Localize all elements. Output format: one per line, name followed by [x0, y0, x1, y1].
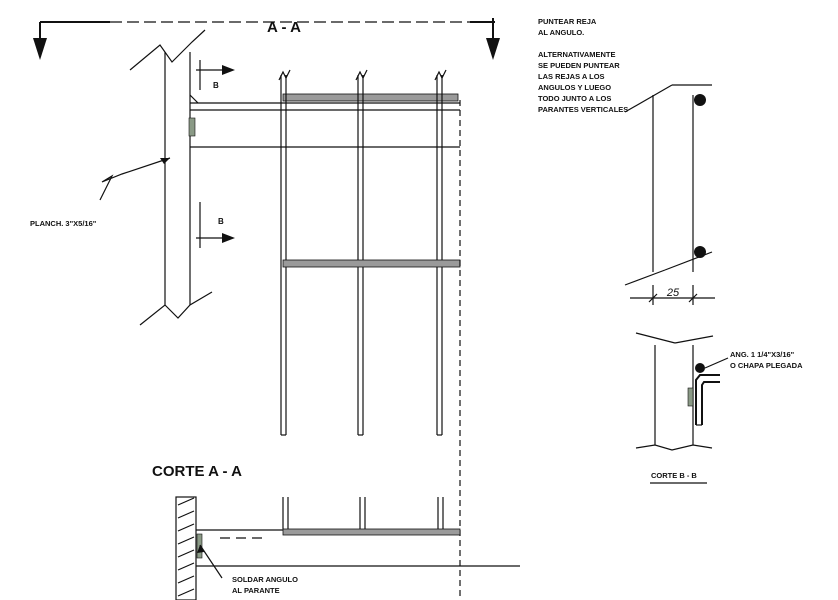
plate-callout	[99, 157, 171, 201]
dimension-line	[630, 285, 715, 305]
corte-b-b-detail	[635, 332, 729, 451]
angle-label: ANG. 1 1/4"X3/16" O CHAPA PLEGADA	[730, 350, 803, 370]
angle-label-line: O CHAPA PLEGADA	[730, 361, 803, 370]
dimension-value: 25	[666, 287, 680, 299]
vertical-post	[129, 29, 213, 326]
plate-label: PLANCH. 3"X5/16"	[30, 219, 97, 228]
section-a-a-cut-line	[33, 18, 500, 60]
weld-note-line: AL PARANTE	[232, 586, 280, 595]
detail-post	[624, 84, 713, 286]
corte-b-b-title: CORTE B - B	[651, 471, 697, 480]
note-line: PARANTES VERTICALES	[538, 105, 628, 114]
note-line: SE PUEDEN PUNTEAR	[538, 61, 620, 70]
note-line: AL ANGULO.	[538, 28, 584, 37]
cut-marker-b-top-label: B	[213, 81, 219, 90]
grating-bars	[278, 69, 461, 600]
weld-note-line: SOLDAR ANGULO	[232, 575, 298, 584]
cut-marker-b-top	[196, 60, 235, 90]
section-a-a-title: A - A	[267, 19, 301, 36]
note-line: ALTERNATIVAMENTE	[538, 50, 616, 59]
note-line: TODO JUNTO A LOS	[538, 94, 611, 103]
weld-dot-top	[694, 94, 706, 106]
note-line: ANGULOS Y LUEGO	[538, 83, 611, 92]
weld-note: SOLDAR ANGULO AL PARANTE	[232, 575, 300, 595]
note-line: PUNTEAR REJA	[538, 17, 597, 26]
weld-mark-top	[188, 117, 196, 137]
grating-middle-bar	[282, 259, 461, 268]
note-line: LAS REJAS A LOS	[538, 72, 605, 81]
horizontal-beam	[189, 93, 460, 148]
cut-marker-b-bottom	[196, 202, 235, 248]
angle-label-line: ANG. 1 1/4"X3/16"	[730, 350, 795, 359]
corte-a-a-plan	[175, 496, 520, 600]
cut-marker-b-bottom-label: B	[218, 217, 224, 226]
weld-mark-bb	[687, 387, 694, 407]
corte-a-a-title: CORTE A - A	[152, 463, 242, 480]
grating-top-bar	[282, 93, 459, 102]
note-text: PUNTEAR REJA AL ANGULO. ALTERNATIVAMENTE…	[538, 17, 628, 114]
weld-dot-bottom	[694, 246, 706, 258]
